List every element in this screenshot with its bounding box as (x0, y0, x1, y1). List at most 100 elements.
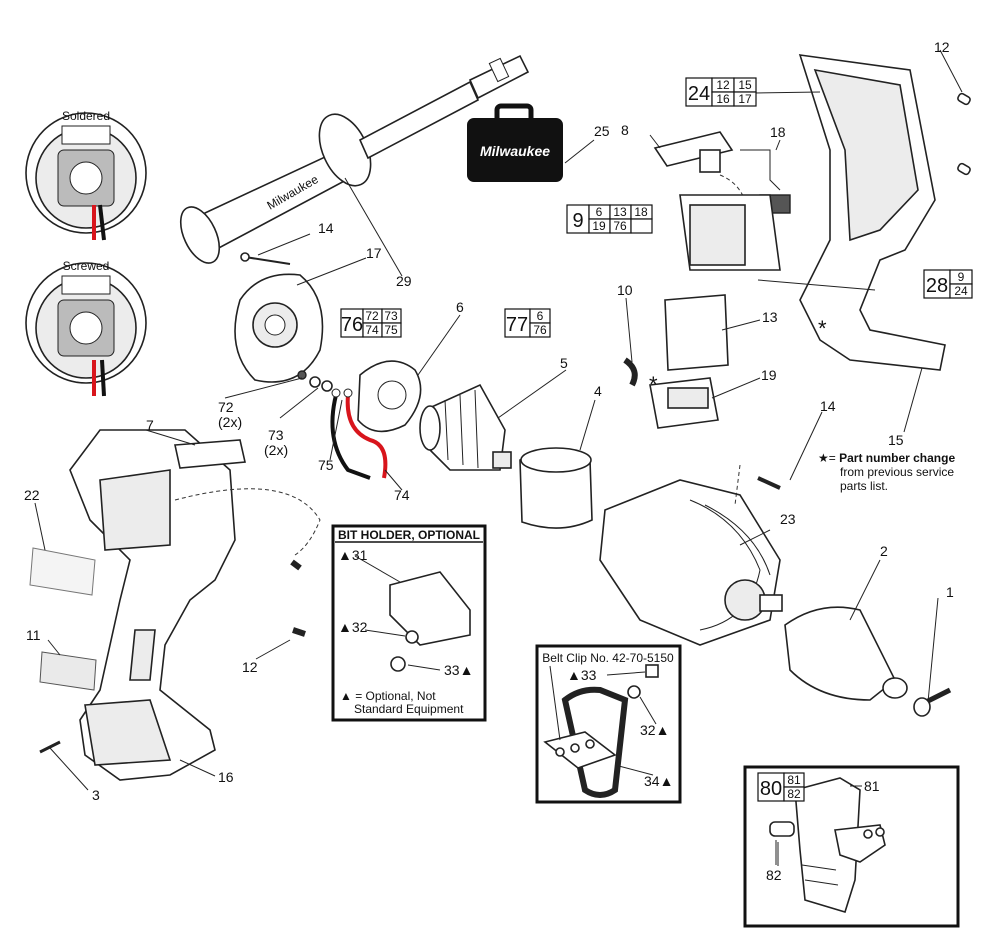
callout-81: 81 (864, 778, 880, 794)
motor (419, 383, 512, 471)
kit-80-main: 80 (760, 778, 782, 800)
kit-77-sub: 76 (533, 323, 547, 337)
callout-4: 4 (594, 383, 602, 399)
kit-24-main: 24 (688, 83, 710, 105)
trigger-assembly (623, 131, 791, 429)
bit-holder-part-31: ▲31 (338, 547, 368, 563)
kit-9-sub: 76 (613, 219, 627, 233)
kit-76-sub: 74 (365, 323, 379, 337)
callout-22: 22 (24, 487, 40, 503)
kit-9-sub: 6 (596, 205, 603, 219)
callout-75: 75 (318, 457, 334, 473)
callout-14-right: 14 (820, 398, 836, 414)
kit-80-sub: 82 (787, 787, 801, 801)
callout-numbers: 1 2 3 4 5 6 7 8 10 11 12 12 13 14 14 15 … (24, 39, 954, 883)
callout-25: 25 (594, 123, 610, 139)
kit-77: 77 6 76 (504, 308, 551, 338)
kit-9-sub: 13 (613, 205, 627, 219)
star-marker: * (649, 372, 658, 397)
callout-73: 73 (268, 427, 284, 443)
note-bold: Part number change (839, 451, 955, 465)
belt-clip-part-33: ▲33 (567, 667, 597, 683)
callout-19: 19 (761, 367, 777, 383)
kit-28-sub: 9 (958, 270, 965, 284)
callout-11: 11 (26, 627, 41, 643)
callout-7: 7 (146, 417, 154, 433)
kit-24-sub: 15 (738, 78, 752, 92)
bit-holder-part-33: 33▲ (444, 662, 473, 678)
callout-82: 82 (766, 867, 782, 883)
callout-10: 10 (617, 282, 633, 298)
belt-clip-box: Belt Clip No. 42-70-5150 ▲33 32▲ 34▲ (535, 644, 682, 804)
leader-lines (34, 49, 963, 866)
kit-77-sub: 6 (537, 309, 544, 323)
callout-72: 72 (218, 399, 234, 415)
belt-clip-part-34: 34▲ (644, 773, 673, 789)
kit-24: 24 12 15 16 17 (685, 77, 757, 107)
kit-28-main: 28 (926, 275, 948, 297)
kit-9-sub: 19 (592, 219, 606, 233)
bit-holder-part-32: ▲32 (338, 619, 368, 635)
kit-28: 28 9 24 (923, 269, 973, 299)
kit-77-main: 77 (506, 314, 528, 336)
case-logo: Milwaukee (480, 143, 550, 159)
kit-24-sub: 12 (716, 78, 730, 92)
callout-12-bottom: 12 (242, 659, 258, 675)
bit-holder-legend-1: ▲ = Optional, Not (340, 689, 436, 703)
carrying-case: Milwaukee (467, 103, 563, 182)
kit-9: 9 6 13 18 19 76 (566, 204, 653, 234)
callout-3: 3 (92, 787, 100, 803)
bit-holder-box: BIT HOLDER, OPTIONAL ▲31 ▲32 33▲ ▲ = Opt… (331, 524, 487, 722)
callout-15: 15 (888, 432, 904, 448)
bit-holder-title: BIT HOLDER, OPTIONAL (338, 528, 480, 542)
callout-2: 2 (880, 543, 888, 559)
kit-24-sub: 16 (716, 92, 730, 106)
chuck (784, 606, 952, 717)
kit-9-sub: 18 (634, 205, 648, 219)
callout-72-qty: (2x) (218, 414, 242, 430)
callout-5: 5 (560, 355, 568, 371)
kit-24-sub: 17 (738, 92, 752, 106)
star-marker: * (818, 316, 827, 341)
callout-6: 6 (456, 299, 464, 315)
note-line-3: parts list. (840, 479, 888, 493)
callout-8: 8 (621, 122, 629, 138)
belt-clip-title: Belt Clip No. 42-70-5150 (542, 651, 674, 665)
svg-text:★= Part number change: ★= Part number change (818, 451, 955, 465)
kit-80: 80 81 82 (757, 772, 805, 802)
callout-13: 13 (762, 309, 778, 325)
part-change-note: ★= Part number change from previous serv… (818, 451, 955, 493)
callout-16: 16 (218, 769, 234, 785)
callout-23: 23 (780, 511, 796, 527)
screwed-inset: Screwed (25, 259, 147, 397)
kit-28-sub: 24 (954, 284, 968, 298)
gearbox-cover (234, 252, 324, 383)
callout-74: 74 (394, 487, 410, 503)
callout-1: 1 (946, 584, 954, 600)
screwed-label: Screwed (63, 259, 110, 273)
circuit-board (297, 360, 422, 480)
callout-14-left: 14 (318, 220, 334, 236)
side-handle: Milwaukee (179, 54, 530, 264)
kit-76-main: 76 (341, 314, 363, 336)
bit-holder-legend-2: Standard Equipment (354, 702, 464, 716)
kit-76-sub: 72 (365, 309, 379, 323)
kit-9-main: 9 (572, 210, 583, 232)
note-line-2: from previous service (840, 465, 954, 479)
belt-clip-part-32: 32▲ (640, 722, 669, 738)
note-prefix: ★= (818, 451, 839, 465)
ring (519, 447, 593, 529)
soldered-inset: Soldered (25, 109, 147, 241)
callout-17: 17 (366, 245, 382, 261)
kit-76-sub: 75 (384, 323, 398, 337)
callout-29: 29 (396, 273, 412, 289)
left-housing-half (29, 429, 321, 781)
kit-80-sub: 81 (787, 773, 801, 787)
kit-76-sub: 73 (384, 309, 398, 323)
callout-73-qty: (2x) (264, 442, 288, 458)
transmission (599, 479, 783, 646)
callout-18: 18 (770, 124, 786, 140)
kit-76: 76 72 73 74 75 (340, 308, 402, 338)
soldered-label: Soldered (62, 109, 110, 123)
